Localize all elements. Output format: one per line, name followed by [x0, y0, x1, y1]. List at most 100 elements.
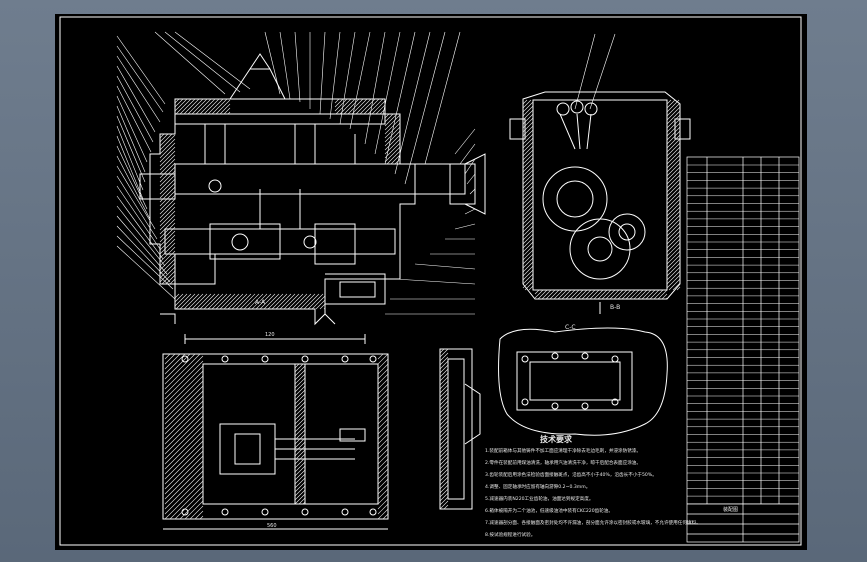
hatch-line	[294, 473, 306, 485]
hatch-line	[522, 225, 534, 237]
hatch-line	[294, 493, 306, 505]
hatch-line	[522, 153, 534, 165]
hatch-line	[294, 393, 306, 405]
hatch-line	[439, 496, 449, 506]
svg-text:4.调整、固定轴承时应留有轴向游隙0.2~0.3mm。: 4.调整、固定轴承时应留有轴向游隙0.2~0.3mm。	[485, 483, 590, 490]
hatch-line	[439, 484, 449, 494]
hatch-line	[287, 293, 304, 310]
hatch-line	[666, 206, 681, 221]
hatch-line	[199, 515, 204, 520]
hatch-line	[159, 198, 176, 215]
hatch-line	[164, 380, 204, 420]
hatch-line	[439, 416, 449, 426]
hatch-line	[641, 289, 652, 300]
hatch-line	[215, 99, 231, 115]
tech-requirements: 1.装配前箱体与其他铸件不加工面应清理干净除去毛边毛刺，并浸涂防锈漆。 2.零件…	[485, 447, 701, 538]
tech-title: 技术要求	[540, 434, 573, 444]
hatch-line	[159, 134, 176, 151]
hatch-line	[597, 289, 608, 300]
hatch-line	[283, 293, 300, 310]
hatch-line	[666, 222, 681, 237]
hatch-line	[334, 98, 340, 104]
hatch-line	[565, 289, 576, 300]
hatch-line	[294, 437, 306, 449]
svg-text:8.按试验规程进行试验。: 8.按试验规程进行试验。	[485, 531, 535, 538]
hatch-line	[666, 99, 680, 113]
hatch-line	[377, 463, 389, 475]
hatch-line	[522, 201, 534, 213]
hatch-line	[239, 293, 256, 310]
hatch-line	[666, 99, 672, 105]
hatch-line	[439, 436, 449, 446]
hatch-line	[279, 293, 296, 310]
hatch-line	[439, 404, 449, 414]
hatch-line	[666, 134, 681, 149]
hatch-line	[522, 209, 534, 221]
hatch-line	[377, 418, 389, 430]
hatch-line	[666, 238, 681, 253]
hatch-line	[666, 110, 681, 125]
hatch-line	[666, 122, 681, 137]
hatch-line	[173, 282, 176, 285]
hatch-line	[174, 293, 180, 299]
hatch-line	[666, 250, 681, 265]
hatch-line	[159, 138, 176, 155]
hatch-line	[439, 476, 449, 486]
hatch-line	[295, 293, 312, 310]
hatch-line	[223, 107, 231, 115]
hatch-line	[625, 289, 636, 300]
hatch-line	[439, 372, 449, 382]
hatch-line	[439, 464, 449, 474]
hatch-line	[303, 293, 320, 310]
hatch-line	[195, 293, 212, 310]
hatch-line	[179, 98, 196, 115]
hatching	[159, 98, 681, 520]
hatch-line	[294, 433, 306, 445]
hatch-line	[522, 157, 534, 169]
hatch-line	[371, 100, 386, 115]
hatch-line	[164, 353, 176, 365]
hatch-line	[439, 432, 449, 442]
hatch-line	[522, 149, 534, 161]
hatch-line	[384, 142, 401, 159]
hatch-line	[164, 395, 204, 435]
hatch-line	[439, 380, 449, 390]
hatch-line	[164, 450, 204, 490]
svg-text:5.减速器内装N220工业齿轮油，油面达到规定高度。: 5.减速器内装N220工业齿轮油，油面达到规定高度。	[485, 495, 593, 502]
hatch-line	[666, 274, 681, 289]
hatch-line	[439, 396, 449, 406]
hatch-line	[319, 303, 326, 310]
hatch-line	[439, 460, 449, 470]
hatch-line	[164, 460, 204, 500]
hatch-line	[207, 293, 224, 310]
hatch-line	[159, 226, 176, 243]
hatch-line	[164, 400, 204, 440]
hatch-line	[666, 154, 681, 169]
hatch-line	[211, 98, 228, 115]
hatch-line	[199, 98, 216, 115]
hatch-line	[384, 122, 401, 139]
hatch-line	[613, 289, 624, 300]
hatch-line	[294, 369, 306, 381]
hatch-line	[251, 293, 268, 310]
hatch-line	[159, 194, 176, 211]
hatch-line	[159, 238, 176, 255]
hatch-line	[522, 99, 528, 105]
hatch-line	[159, 230, 176, 247]
hatch-line	[294, 373, 306, 385]
hatch-line	[377, 503, 389, 515]
hatch-line	[164, 405, 204, 445]
hatch-line	[377, 413, 389, 425]
cover-plate-view	[498, 327, 668, 436]
hatch-line	[439, 448, 449, 458]
hatch-line	[164, 420, 204, 460]
hatch-line	[164, 353, 191, 380]
hatch-line	[522, 249, 534, 261]
section-label-mid: C-C	[565, 324, 576, 331]
hatch-line	[164, 440, 204, 480]
hatch-line	[573, 289, 584, 300]
hatch-line	[164, 425, 204, 465]
hatch-line	[569, 289, 580, 300]
hatch-line	[439, 348, 445, 354]
